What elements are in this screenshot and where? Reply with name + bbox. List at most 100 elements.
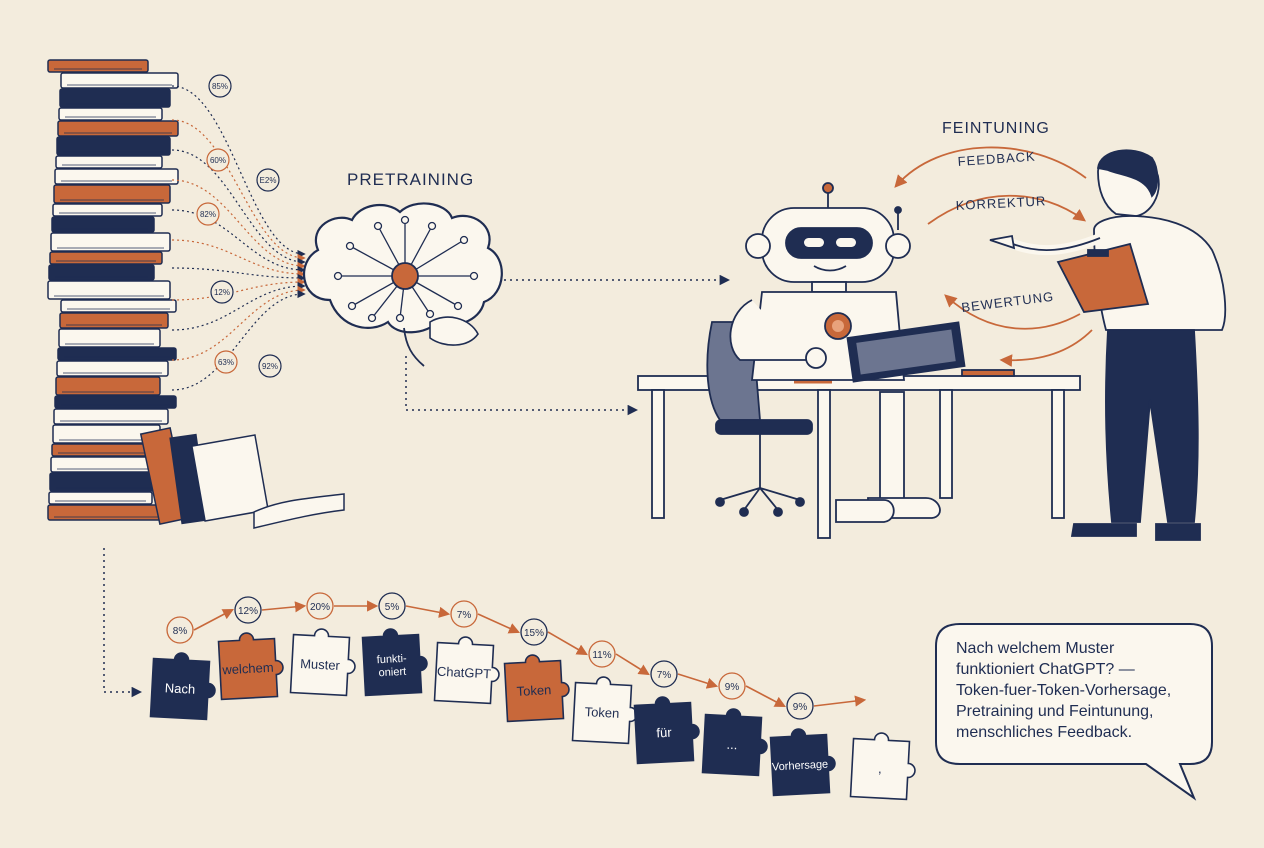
token-label: oniert <box>378 666 406 679</box>
korrektur-label: KORREKTUR <box>955 193 1046 213</box>
token-label: , <box>878 761 882 776</box>
probability-arrow <box>745 685 786 708</box>
probability-arrows <box>193 600 867 708</box>
bubble-line: menschliches Feedback. <box>956 724 1133 741</box>
probability-badge: 7% <box>650 660 678 688</box>
token-piece: welchem <box>217 632 284 701</box>
percent-label: 63% <box>218 358 234 367</box>
book <box>53 408 169 425</box>
token-piece: ... <box>701 708 768 777</box>
data-flow-line <box>171 149 306 267</box>
probability-badge: 12% <box>234 596 262 624</box>
token-label: Token <box>584 704 619 721</box>
process-connectors <box>103 274 731 698</box>
token-piece: Nach <box>149 652 216 721</box>
data-flow-line <box>171 289 306 391</box>
newspaper <box>191 434 269 522</box>
book <box>56 360 169 377</box>
token-label: für <box>656 725 673 741</box>
token-piece: ChatGPT <box>433 636 500 705</box>
probability-badge: 8% <box>166 616 194 644</box>
scroll <box>253 493 345 529</box>
stack-percent-labels: 85% 60% E2% 82% 12% 63% 92% <box>196 74 282 378</box>
book <box>51 216 155 233</box>
probability-badge: 9% <box>718 672 746 700</box>
probability-arrow <box>813 695 867 707</box>
probability-label: 9% <box>793 702 808 713</box>
probability-label: 11% <box>592 650 611 661</box>
data-flow-line <box>171 119 306 263</box>
bubble-line: Nach welchem Muster <box>956 640 1115 657</box>
token-piece: , <box>849 732 916 801</box>
probability-badge: 5% <box>378 592 406 620</box>
book <box>48 264 155 281</box>
book-stack <box>47 59 345 529</box>
book <box>47 504 169 521</box>
data-flow-lines <box>171 85 306 391</box>
probability-label: 20% <box>310 602 330 613</box>
token-label: Vorhersage <box>772 759 829 774</box>
bewertung-label: BEWERTUNG <box>961 289 1055 315</box>
book <box>49 251 163 265</box>
token-label: ... <box>726 737 738 753</box>
data-flow-line <box>171 285 306 361</box>
percent-label: 92% <box>262 362 278 371</box>
data-flow-line <box>171 179 306 271</box>
book <box>57 347 177 361</box>
percent-badge: 60% <box>206 148 230 172</box>
percent-badge: 12% <box>210 280 234 304</box>
book <box>47 280 171 300</box>
probability-arrow <box>477 613 521 634</box>
robot-icon <box>729 182 966 523</box>
book <box>59 312 169 329</box>
book <box>60 72 179 89</box>
probability-badge: 20% <box>306 592 334 620</box>
book <box>50 232 171 252</box>
probability-label: 7% <box>457 610 472 621</box>
probability-badge: 9% <box>786 692 814 720</box>
book <box>57 120 179 137</box>
data-flow-line <box>171 209 306 275</box>
percent-badge: 92% <box>258 354 282 378</box>
data-flow-line <box>171 281 306 331</box>
token-piece: Muster <box>289 628 356 697</box>
percent-label: 85% <box>212 82 228 91</box>
percent-label: 60% <box>210 156 226 165</box>
percent-label: E2% <box>260 176 277 185</box>
probability-arrow <box>405 605 451 618</box>
probability-arrow <box>261 601 307 613</box>
token-piece: funkti-oniert <box>361 628 428 697</box>
data-flow-line <box>171 85 306 259</box>
percent-badge: E2% <box>256 168 280 192</box>
book <box>53 184 171 204</box>
probability-arrow <box>193 608 234 631</box>
bubble-line: Token-fuer-Token-Vorhersage, <box>956 682 1172 699</box>
token-piece: Token <box>503 654 570 723</box>
percent-badge: 82% <box>196 202 220 226</box>
probability-arrow <box>677 673 719 689</box>
token-label: ChatGPT <box>437 664 492 682</box>
probability-arrow <box>615 653 650 676</box>
token-piece: Token <box>571 676 638 745</box>
book <box>47 59 149 73</box>
book <box>54 395 177 409</box>
feedback-arrows <box>894 146 1093 367</box>
book <box>56 136 171 156</box>
token-label: Token <box>516 682 551 699</box>
bubble-line: Pretraining und Feintunung, <box>956 703 1154 720</box>
data-flow-line <box>171 239 306 279</box>
token-label: welchem <box>221 660 274 678</box>
probability-label: 8% <box>173 626 188 637</box>
feedback-label: FEEDBACK <box>957 149 1036 169</box>
data-flow-line <box>171 267 306 283</box>
probability-arrow <box>547 631 588 656</box>
token-piece: für <box>633 696 700 765</box>
percent-badge: 63% <box>214 350 238 374</box>
probability-label: 5% <box>385 602 400 613</box>
probability-label: 7% <box>657 670 672 681</box>
book <box>55 155 163 169</box>
probability-label: 12% <box>238 606 258 617</box>
book <box>60 299 177 313</box>
